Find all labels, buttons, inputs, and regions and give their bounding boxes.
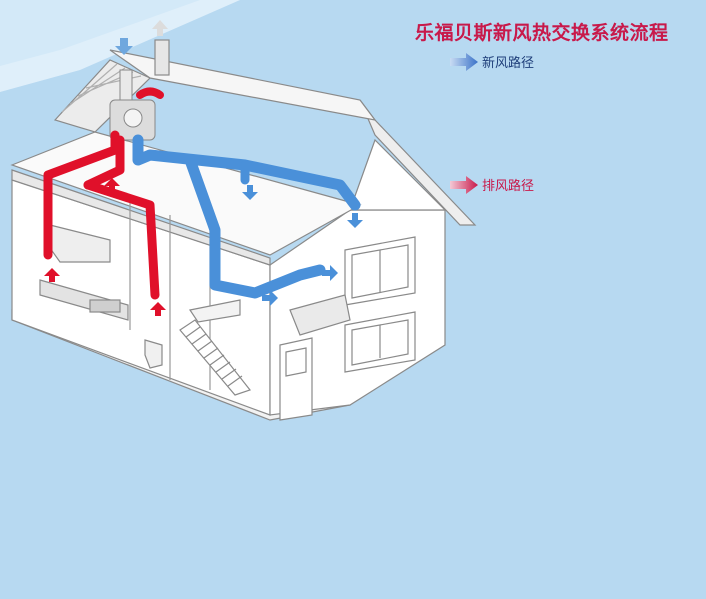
- legend-fresh: 新风路径: [450, 52, 534, 71]
- window-lower: [344, 311, 416, 373]
- arrow-up-icon: [150, 302, 166, 316]
- staircase: [179, 299, 251, 396]
- arrow-down-icon: [347, 213, 363, 228]
- arrow-right-icon: [262, 290, 278, 306]
- chimney: [154, 39, 170, 76]
- roof-top: [109, 49, 377, 121]
- exhaust-duct: [43, 130, 160, 300]
- gable: [349, 138, 447, 211]
- sofa: [289, 294, 351, 336]
- arrow-down-icon: [115, 38, 133, 55]
- front-door: [279, 337, 313, 421]
- arrow-down-icon: [242, 185, 258, 200]
- erv-unit: [109, 69, 164, 141]
- legend-exhaust: 排风路径: [450, 175, 534, 194]
- stove: [89, 299, 121, 313]
- fresh-duct: [132, 134, 361, 299]
- arrow-right-icon: [322, 265, 338, 281]
- toilet: [144, 339, 163, 369]
- airflow-arrows: [44, 20, 363, 316]
- legend-fresh-label: 新风路径: [482, 56, 535, 71]
- arrow-up-icon: [44, 268, 60, 282]
- house-illustration: [10, 39, 477, 421]
- arrow-up-icon: [152, 20, 168, 36]
- arrow-up-icon: [104, 178, 120, 192]
- window-upper: [344, 236, 416, 306]
- arrow-right-icon: [450, 175, 478, 194]
- diagram-title: 乐福贝斯新风热交换系统流程: [415, 22, 669, 44]
- legend-exhaust-label: 排风路径: [482, 179, 535, 194]
- arrow-right-icon: [450, 52, 478, 71]
